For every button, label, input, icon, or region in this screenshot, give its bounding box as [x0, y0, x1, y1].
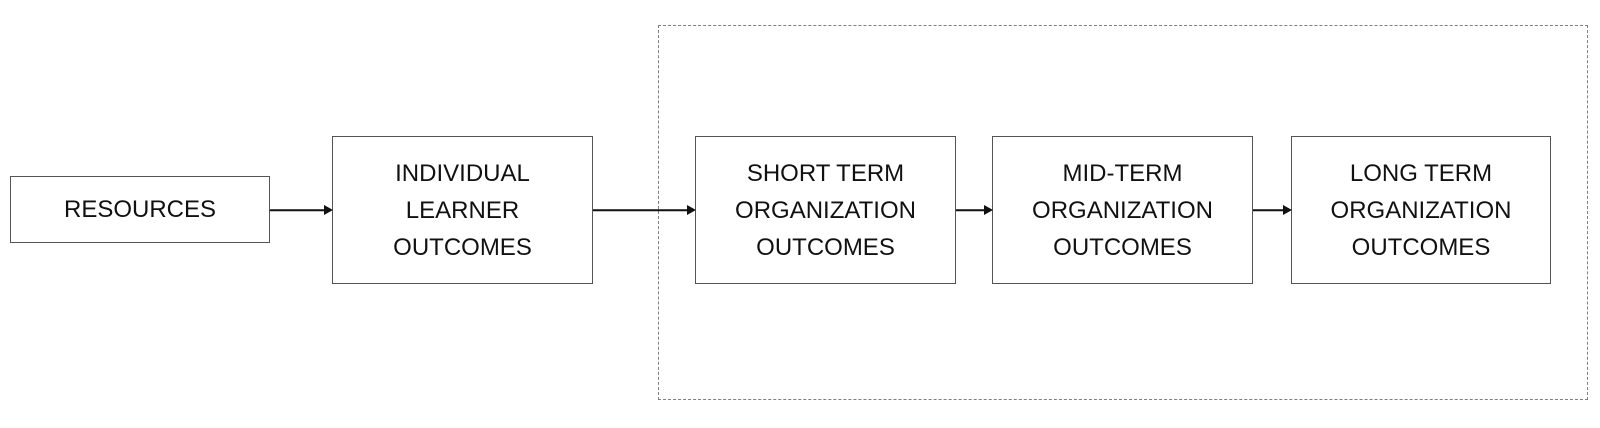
arrowhead-icon	[324, 205, 333, 215]
arrow-line	[956, 209, 986, 211]
node-short-term-organization-outcomes: SHORT TERM ORGANIZATION OUTCOMES	[695, 136, 956, 284]
node-long-term-organization-outcomes-label: LONG TERM ORGANIZATION OUTCOMES	[1330, 159, 1512, 261]
node-mid-term-organization-outcomes-label: MID-TERM ORGANIZATION OUTCOMES	[1032, 159, 1213, 261]
arrow-line	[1253, 209, 1285, 211]
arrow-individual-to-short-term	[593, 204, 696, 216]
arrow-mid-term-to-long-term	[1253, 204, 1292, 216]
arrow-resources-to-individual	[270, 204, 333, 216]
arrowhead-icon	[687, 205, 696, 215]
organization-outcomes-group-container	[658, 25, 1588, 400]
node-individual-learner-outcomes-label: INDIVIDUAL LEARNER OUTCOMES	[393, 159, 532, 261]
node-resources: RESOURCES	[10, 176, 270, 243]
node-resources-label: RESOURCES	[63, 196, 217, 223]
arrow-short-term-to-mid-term	[956, 204, 993, 216]
arrowhead-icon	[1283, 205, 1292, 215]
arrow-line	[593, 209, 689, 211]
node-individual-learner-outcomes: INDIVIDUAL LEARNER OUTCOMES	[332, 136, 593, 284]
node-short-term-organization-outcomes-label: SHORT TERM ORGANIZATION OUTCOMES	[735, 159, 916, 261]
arrowhead-icon	[984, 205, 993, 215]
node-long-term-organization-outcomes: LONG TERM ORGANIZATION OUTCOMES	[1291, 136, 1551, 284]
node-mid-term-organization-outcomes: MID-TERM ORGANIZATION OUTCOMES	[992, 136, 1253, 284]
arrow-line	[270, 209, 326, 211]
